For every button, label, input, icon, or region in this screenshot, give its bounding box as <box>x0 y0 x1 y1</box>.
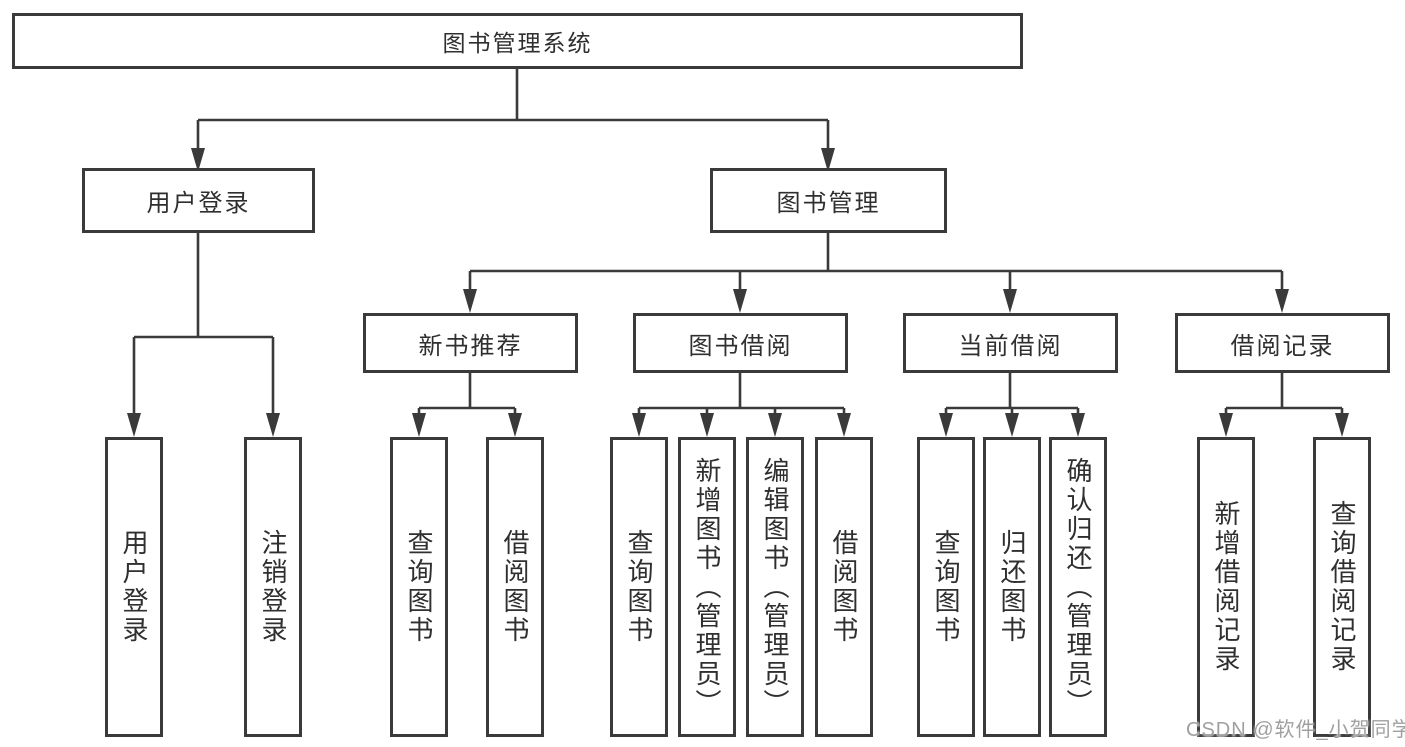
node-user-login: 用户登录 <box>82 168 315 233</box>
connector-book-borrowing-children <box>637 373 846 419</box>
leaf-current-query-books-label: 查询图书 <box>931 529 961 645</box>
leaf-return-books-label: 归还图书 <box>997 529 1027 645</box>
arrow-leaf-edit-book-admin <box>768 413 782 437</box>
arrow-user-login <box>191 148 205 172</box>
arrow-current-borrowing <box>1003 289 1017 313</box>
leaf-user-login: 用户登录 <box>105 437 163 737</box>
node-book-borrowing: 图书借阅 <box>633 313 848 373</box>
arrow-new-book-recommendation <box>463 289 477 313</box>
leaf-current-query-books: 查询图书 <box>917 437 975 737</box>
leaf-borrow-borrow-books-label: 借阅图书 <box>829 529 859 645</box>
leaf-recommend-query-books-label: 查询图书 <box>404 529 434 645</box>
leaf-add-borrow-record: 新增借阅记录 <box>1197 437 1255 737</box>
leaf-add-borrow-record-label: 新增借阅记录 <box>1211 500 1241 674</box>
leaf-borrow-query-books: 查询图书 <box>610 437 668 737</box>
leaf-add-book-admin-label: 新增图书（管理员） <box>692 456 722 718</box>
leaf-confirm-return-admin: 确认归还（管理员） <box>1049 437 1107 737</box>
connector-borrowing-records-children <box>1224 373 1344 419</box>
arrow-leaf-query-borrow-record <box>1335 413 1349 437</box>
csdn-watermark: CSDN @软件_小贺同学 <box>1186 719 1405 741</box>
arrow-book-borrowing <box>733 289 747 313</box>
arrow-leaf-add-borrow-record <box>1219 413 1233 437</box>
node-new-book-recommendation: 新书推荐 <box>363 313 578 373</box>
leaf-recommend-borrow-books-label: 借阅图书 <box>500 529 530 645</box>
arrow-leaf-return-books <box>1005 413 1019 437</box>
connector-current-borrowing-children <box>944 373 1080 419</box>
leaf-return-books: 归还图书 <box>983 437 1041 737</box>
arrow-leaf-borrow-query-books <box>632 413 646 437</box>
node-book-management: 图书管理 <box>710 168 947 233</box>
arrow-book-management <box>821 148 835 172</box>
arrow-leaf-recommend-query-books <box>412 413 426 437</box>
arrow-leaf-add-book-admin <box>700 413 714 437</box>
leaf-add-book-admin: 新增图书（管理员） <box>678 437 736 737</box>
leaf-user-login-label: 用户登录 <box>119 529 149 645</box>
arrow-leaf-user-login <box>127 413 141 437</box>
leaf-confirm-return-admin-label: 确认归还（管理员） <box>1063 456 1093 718</box>
leaf-logout-label: 注销登录 <box>258 529 288 645</box>
leaf-recommend-query-books: 查询图书 <box>390 437 448 737</box>
leaf-query-borrow-record-label: 查询借阅记录 <box>1327 500 1357 674</box>
leaf-edit-book-admin: 编辑图书（管理员） <box>746 437 804 737</box>
connector-user-login-children <box>132 233 275 419</box>
leaf-borrow-borrow-books: 借阅图书 <box>815 437 873 737</box>
leaf-recommend-borrow-books: 借阅图书 <box>486 437 544 737</box>
node-borrowing-records: 借阅记录 <box>1175 313 1390 373</box>
arrow-leaf-borrow-borrow-books <box>837 413 851 437</box>
arrow-leaf-confirm-return-admin <box>1071 413 1085 437</box>
connector-new-book-recommendation-children <box>417 373 517 419</box>
node-library-management-system: 图书管理系统 <box>12 13 1023 69</box>
arrow-borrowing-records <box>1275 289 1289 313</box>
arrow-leaf-current-query-books <box>939 413 953 437</box>
leaf-query-borrow-record: 查询借阅记录 <box>1313 437 1371 737</box>
leaf-borrow-query-books-label: 查询图书 <box>624 529 654 645</box>
leaf-edit-book-admin-label: 编辑图书（管理员） <box>760 456 790 718</box>
connector-book-management-children <box>468 233 1284 295</box>
connector-root-to-level2 <box>196 68 830 152</box>
node-current-borrowing: 当前借阅 <box>903 313 1118 373</box>
arrow-leaf-recommend-borrow-books <box>508 413 522 437</box>
leaf-logout: 注销登录 <box>244 437 302 737</box>
arrow-leaf-logout <box>266 413 280 437</box>
